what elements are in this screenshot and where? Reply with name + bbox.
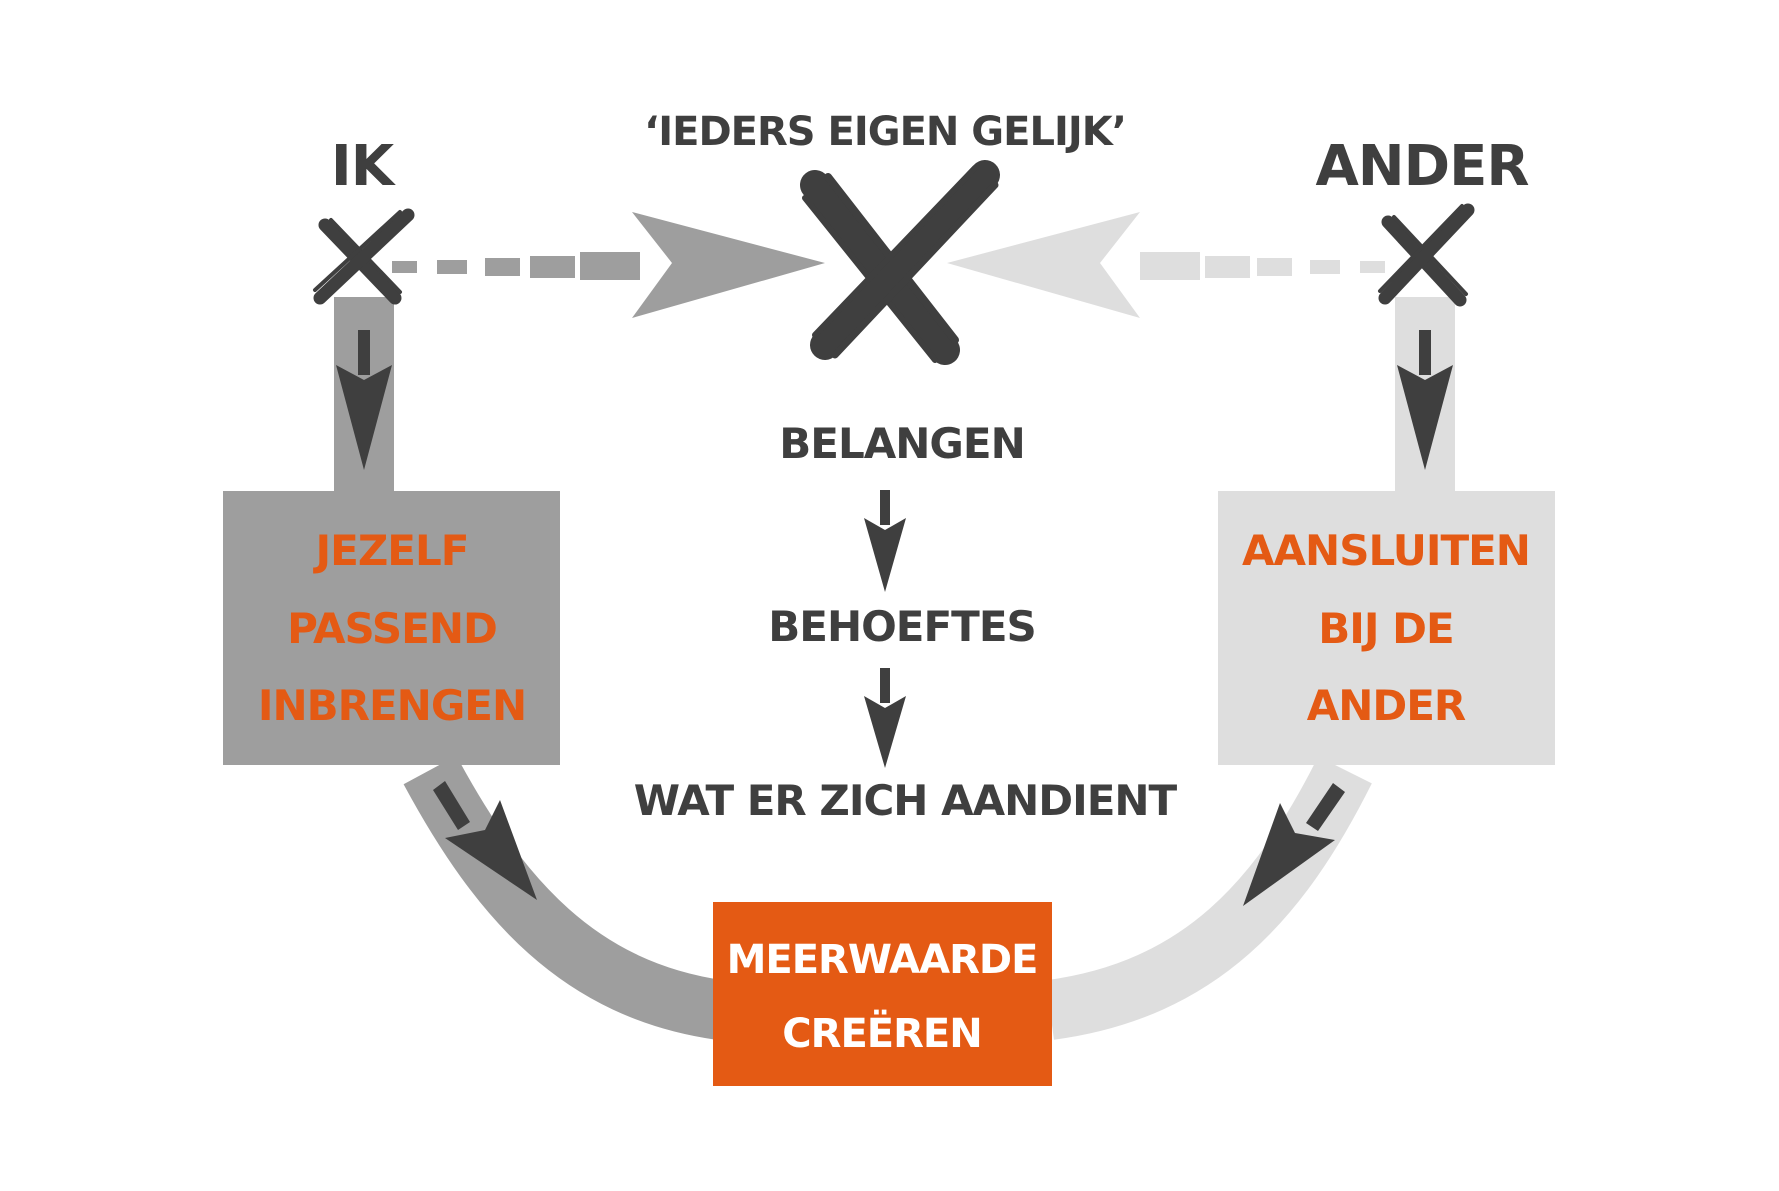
bottom-box-line-2: CREËREN <box>782 1009 981 1057</box>
right-box-line-3: ANDER <box>1307 681 1466 730</box>
label-ieders-eigen-gelijk: ‘IEDERS EIGEN GELIJK’ <box>644 109 1126 155</box>
center-arrow-1 <box>864 490 906 592</box>
center-arrow-2 <box>864 668 906 768</box>
right-down-arrow <box>1397 330 1453 470</box>
step-wat-er-zich-aandient: WAT ER ZICH AANDIENT <box>634 776 1178 825</box>
right-box-line-1: AANSLUITEN <box>1242 526 1530 575</box>
left-box-line-2: PASSEND <box>287 604 497 653</box>
left-diagonal-arrow <box>433 781 537 900</box>
center-x-mark <box>800 160 1000 365</box>
left-box-line-3: INBRENGEN <box>258 681 526 730</box>
ander-x-mark <box>1378 203 1475 307</box>
label-ik: IK <box>331 134 397 199</box>
left-box-line-1: JEZELF <box>313 526 469 575</box>
label-ander: ANDER <box>1315 134 1528 199</box>
left-dashed-arrow <box>392 212 825 318</box>
ik-x-mark <box>313 208 415 305</box>
step-belangen: BELANGEN <box>779 419 1024 468</box>
step-behoeftes: BEHOEFTES <box>768 602 1036 651</box>
bottom-box-line-1: MEERWAARDE <box>727 937 1038 983</box>
right-dashed-arrow <box>947 212 1385 318</box>
left-box <box>223 491 560 765</box>
right-box-line-2: BIJ DE <box>1318 604 1453 653</box>
left-down-arrow <box>336 330 392 470</box>
bottom-box <box>713 902 1052 1086</box>
right-diagonal-arrow <box>1243 783 1345 906</box>
right-box <box>1218 491 1555 765</box>
